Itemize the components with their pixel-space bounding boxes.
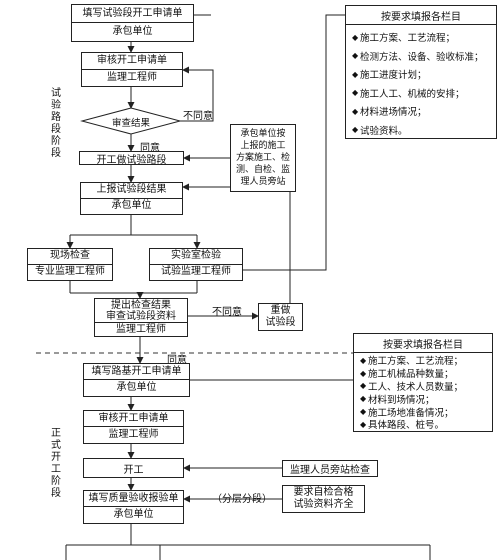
list-item-text: 施工进度计划；	[360, 70, 427, 82]
bullet-icon: ◆	[360, 368, 367, 378]
field-check-actor: 专业监理工程师	[35, 266, 105, 278]
trial-list-header: 按要求填报各栏目	[346, 6, 496, 25]
field-check-title: 现场检查	[28, 249, 112, 265]
formal-review-title: 审核开工申请单	[84, 411, 183, 427]
bullet-icon: ◆	[352, 106, 359, 116]
trial-apply-title: 填写试验段开工申请单	[72, 5, 193, 23]
formal-apply-actor: 承包单位	[116, 382, 157, 393]
side-note-box: 承包单位按 上报的施工 方案施工、检 测、自检、监 理人员旁站	[230, 124, 296, 192]
list-item: ◆施工进度计划；	[352, 65, 496, 84]
acceptance-title: 填写质量验收报验单	[84, 491, 183, 507]
formal-phase-label: 正式开工阶段	[51, 428, 61, 499]
acceptance-actor: 承包单位	[113, 509, 154, 520]
list-item-text: 工人、技术人员数量；	[368, 382, 464, 393]
trial-apply-box[interactable]: 填写试验段开工申请单 承包单位	[71, 4, 194, 42]
formal-review-actor: 监理工程师	[108, 429, 159, 440]
decision-label: 审查结果	[112, 118, 151, 129]
self-check-text: 要求自检合格 试验资料齐全	[293, 487, 354, 510]
bullet-icon: ◆	[360, 407, 367, 417]
list-item-text: 施工机械品种数量；	[368, 369, 454, 381]
list-item: ◆检测方法、设备、验收标准；	[352, 47, 496, 66]
trial-review-actor: 监理工程师	[107, 71, 157, 83]
formal-apply-title: 填写路基开工申请单	[84, 364, 189, 380]
layered-label: （分层分段）	[212, 494, 272, 505]
trial-report-actor: 承包单位	[111, 200, 152, 212]
lab-check-actor: 试验监理工程师	[161, 266, 231, 278]
trial-apply-actor: 承包单位	[112, 26, 153, 37]
line-trial-list-link	[183, 14, 345, 271]
list-item-text: 施工人工、机械的安排；	[360, 88, 465, 100]
self-check-box: 要求自检合格 试验资料齐全	[282, 485, 365, 513]
list-item: ◆施工方案、工艺流程；	[360, 354, 492, 368]
list-item: ◆材料到场情况；	[360, 392, 492, 406]
redo-box[interactable]: 重做 试验段	[258, 303, 303, 331]
bullet-icon: ◆	[360, 394, 367, 404]
arrow-reject-loop	[180, 66, 214, 122]
conclusion-box[interactable]: 提出检查结果 审查试验段资料 监理工程师	[94, 298, 188, 337]
bullet-icon: ◆	[360, 419, 367, 429]
bullet-icon: ◆	[360, 355, 367, 365]
list-item: ◆具体路段、桩号。	[360, 418, 492, 432]
decision-diamond	[80, 107, 182, 135]
bullet-icon: ◆	[360, 381, 367, 391]
bullet-icon: ◆	[352, 69, 359, 79]
list-item-text: 具体路段、桩号。	[368, 420, 445, 432]
trial-report-box[interactable]: 上报试验段结果 承包单位	[80, 182, 183, 215]
reject2-label: 不同意	[212, 307, 242, 318]
supervise-box: 监理人员旁站检查	[282, 460, 378, 477]
list-item-text: 施工方案、工艺流程；	[368, 356, 464, 368]
list-item-text: 检测方法、设备、验收标准；	[360, 51, 484, 63]
formal-agree-label: 同意	[167, 355, 187, 366]
trial-start-text: 开工做试验路段	[96, 154, 167, 166]
lab-check-title: 实验室检验	[150, 249, 242, 265]
formal-start-box[interactable]: 开工	[83, 458, 184, 478]
supervise-text: 监理人员旁站检查	[290, 465, 370, 476]
trial-phase-label: 试验路段阶段	[51, 88, 61, 159]
trial-list-box: 按要求填报各栏目 ◆施工方案、工艺流程；◆检测方法、设备、验收标准；◆施工进度计…	[345, 5, 497, 139]
list-item: ◆施工人工、机械的安排；	[352, 84, 496, 103]
list-item: ◆试验资料。	[352, 121, 496, 140]
list-item: ◆施工场地准备情况；	[360, 405, 492, 419]
list-item-text: 施工场地准备情况；	[368, 407, 454, 419]
list-item: ◆施工机械品种数量；	[360, 367, 492, 381]
trial-review-title: 审核开工申请单	[82, 53, 182, 70]
redo-text: 重做 试验段	[265, 305, 296, 328]
list-item: ◆工人、技术人员数量；	[360, 380, 492, 393]
conclusion-title: 提出检查结果 审查试验段资料	[95, 299, 187, 323]
formal-list-header: 按要求填报各栏目	[354, 334, 492, 353]
bullet-icon: ◆	[352, 125, 359, 135]
trial-review-box[interactable]: 审核开工申请单 监理工程师	[81, 52, 183, 87]
bullet-icon: ◆	[352, 51, 359, 61]
formal-review-box[interactable]: 审核开工申请单 监理工程师	[83, 410, 184, 444]
reject-label: 不同意	[183, 111, 213, 122]
side-note-text: 承包单位按 上报的施工 方案施工、检 测、自检、监 理人员旁站	[235, 129, 290, 187]
lab-check-box[interactable]: 实验室检验 试验监理工程师	[149, 248, 243, 281]
formal-apply-box[interactable]: 填写路基开工申请单 承包单位	[83, 363, 190, 397]
agree-label: 同意	[140, 143, 160, 154]
trial-report-title: 上报试验段结果	[81, 183, 182, 199]
list-item: ◆材料进场情况；	[352, 102, 496, 121]
list-item-text: 施工方案、工艺流程；	[360, 33, 456, 45]
formal-list-items: ◆施工方案、工艺流程；◆施工机械品种数量；◆工人、技术人员数量；◆材料到场情况；…	[354, 353, 492, 432]
acceptance-box[interactable]: 填写质量验收报验单 承包单位	[83, 490, 184, 524]
conclusion-actor: 监理工程师	[116, 324, 166, 335]
list-item-text: 材料到场情况；	[368, 394, 435, 406]
field-check-box[interactable]: 现场检查 专业监理工程师	[27, 248, 113, 281]
formal-start-text: 开工	[123, 464, 144, 476]
trial-list-items: ◆施工方案、工艺流程；◆检测方法、设备、验收标准；◆施工进度计划；◆施工人工、机…	[346, 25, 496, 139]
formal-list-box: 按要求填报各栏目 ◆施工方案、工艺流程；◆施工机械品种数量；◆工人、技术人员数量…	[353, 333, 493, 432]
bullet-icon: ◆	[352, 88, 359, 98]
list-item-text: 试验资料。	[360, 125, 408, 137]
trial-start-box[interactable]: 开工做试验路段	[79, 151, 184, 166]
list-item: ◆施工方案、工艺流程；	[352, 28, 496, 47]
bullet-icon: ◆	[352, 32, 359, 42]
list-item-text: 材料进场情况；	[360, 107, 427, 119]
